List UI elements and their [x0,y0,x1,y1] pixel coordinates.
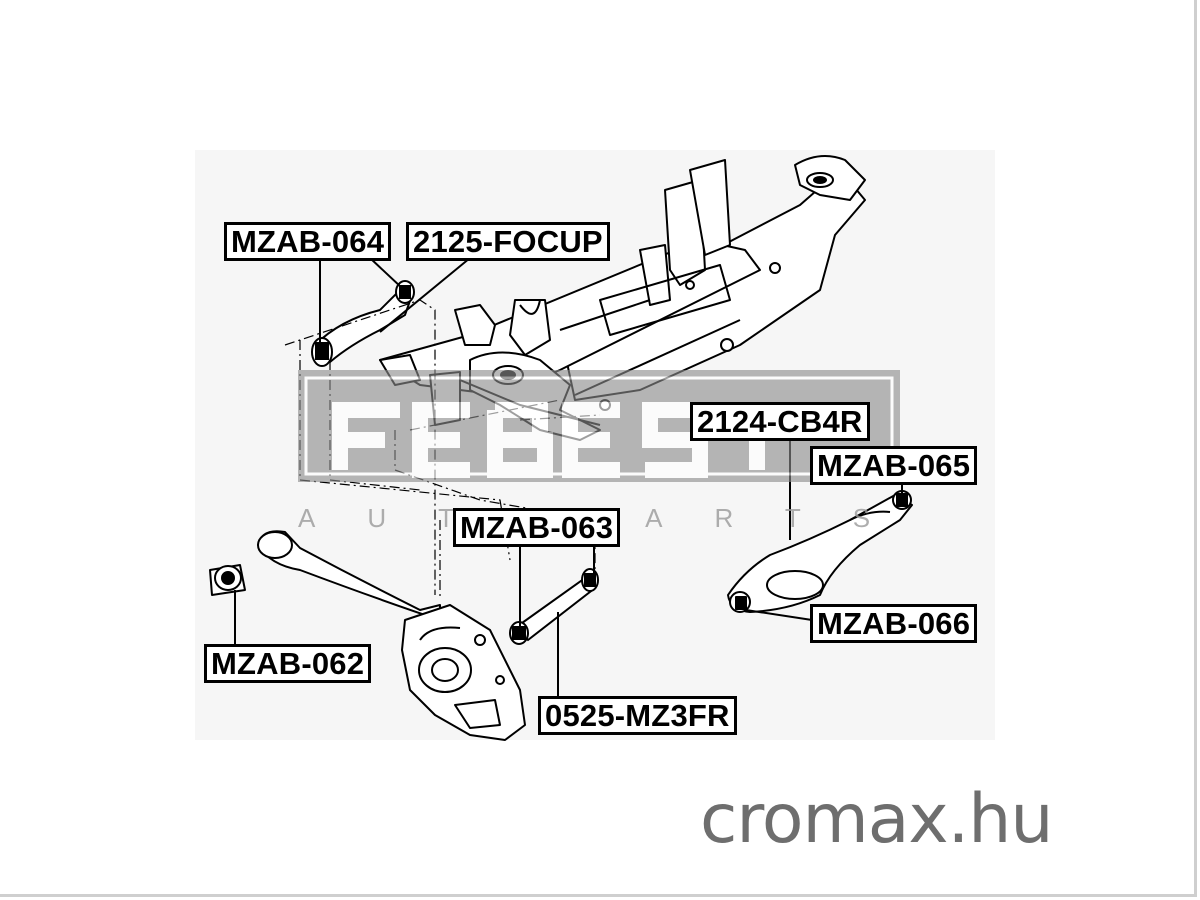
part-label-mzab-064: MZAB-064 [224,222,392,261]
lower-arm-drawing [727,490,913,613]
trailing-arm-drawing [209,530,526,741]
part-label-2125-focup: 2125-FOCUP [406,222,610,261]
part-label-0525-mz3fr: 0525-MZ3FR [538,696,737,735]
part-label-2124-cb4r: 2124-CB4R [690,402,870,441]
part-label-mzab-066: MZAB-066 [810,604,978,643]
part-label-mzab-065: MZAB-065 [810,446,978,485]
site-watermark: cromax.hu [700,780,1053,859]
part-label-mzab-062: MZAB-062 [204,644,372,683]
part-label-mzab-063: MZAB-063 [453,508,621,547]
